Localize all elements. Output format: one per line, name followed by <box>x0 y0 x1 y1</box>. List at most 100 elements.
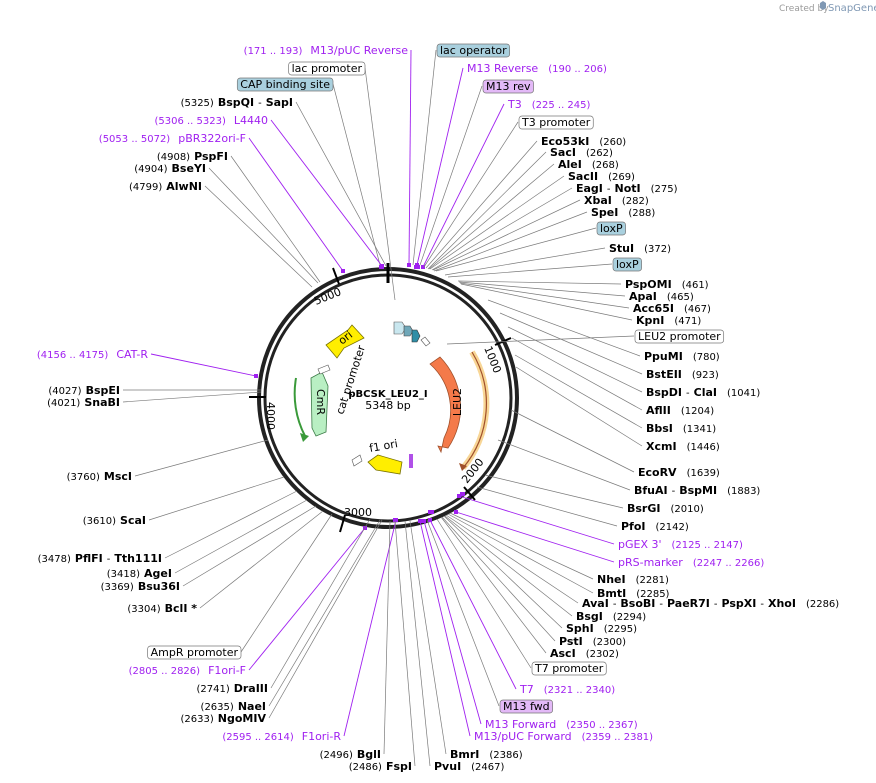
label-primer-t7[interactable]: T7(2321 .. 2340) <box>519 683 615 696</box>
feature-name: M13 rev <box>486 80 531 93</box>
enzyme-name: BspQI <box>218 96 254 109</box>
enzyme-separator: - <box>659 599 663 610</box>
label-enzyme-xcmi[interactable]: XcmI(1446) <box>646 440 720 453</box>
label-enzyme-pspomi[interactable]: PspOMI(461) <box>625 278 709 291</box>
label-enzyme-draiii[interactable]: (2741)DraIII <box>196 682 268 695</box>
label-primer-m13-puc-forward[interactable]: M13/pUC Forward(2359 .. 2381) <box>474 730 653 743</box>
label-feature-cap-binding-site[interactable]: CAP binding site <box>236 77 334 92</box>
label-enzyme-nhei[interactable]: NheI(2281) <box>597 573 669 586</box>
label-connector <box>429 175 565 270</box>
label-feature-lac-operator[interactable]: lac operator <box>436 43 511 58</box>
label-feature-loxp[interactable]: loxP <box>612 257 642 272</box>
leu2-gene-arrow[interactable] <box>429 356 461 454</box>
label-enzyme-alei[interactable]: AleI(268) <box>558 158 619 171</box>
label-enzyme-bspei[interactable]: (4027)BspEI <box>48 384 120 397</box>
leu2-outline-arc <box>462 351 487 469</box>
label-enzyme-alwni[interactable]: (4799)AlwNI <box>129 180 202 193</box>
label-primer-f1ori-r[interactable]: (2595 .. 2614)F1ori-R <box>222 730 341 743</box>
label-enzyme-bsrgi[interactable]: BsrGI(2010) <box>627 502 704 515</box>
label-enzyme-scai[interactable]: (3610)ScaI <box>83 514 146 527</box>
label-enzyme-stui[interactable]: StuI(372) <box>609 242 671 255</box>
enzyme-name: AflII <box>646 404 671 417</box>
label-enzyme-eco53ki[interactable]: Eco53kI(260) <box>541 135 626 148</box>
label-enzyme-pspfi[interactable]: (4908)PspFI <box>157 150 228 163</box>
enzyme-name: AgeI <box>144 567 172 580</box>
enzyme-position: (275) <box>651 184 678 195</box>
label-connector <box>208 167 319 284</box>
label-feature-t3-promoter[interactable]: T3 promoter <box>518 115 594 130</box>
enzyme-position: (5325) <box>181 98 214 109</box>
label-enzyme-sphi[interactable]: SphI(2295) <box>566 622 637 635</box>
label-enzyme-psti[interactable]: PstI(2300) <box>559 635 626 648</box>
label-primer-pbr322ori-f[interactable]: (5053 .. 5072)pBR322ori-F <box>99 132 246 145</box>
label-enzyme-fspi[interactable]: (2486)FspI <box>349 760 412 773</box>
label-enzyme-snabi[interactable]: (4021)SnaBI <box>47 396 120 409</box>
label-enzyme-bmti[interactable]: BmtI(2285) <box>597 587 670 600</box>
label-enzyme-bmri[interactable]: BmrI(2386) <box>450 748 523 761</box>
label-feature-t7-promoter[interactable]: T7 promoter <box>531 661 607 676</box>
label-enzyme-bsgi[interactable]: BsgI(2294) <box>576 610 646 623</box>
label-enzyme-aflii[interactable]: AflII(1204) <box>646 404 714 417</box>
label-primer-m13-reverse[interactable]: M13 Reverse(190 .. 206) <box>467 62 607 75</box>
label-feature-m13-rev[interactable]: M13 rev <box>482 79 534 94</box>
label-enzyme-kpni[interactable]: KpnI(471) <box>636 314 701 327</box>
label-enzyme-agei[interactable]: (3418)AgeI <box>107 567 172 580</box>
label-feature-ampr-promoter[interactable]: AmpR promoter <box>147 645 242 660</box>
label-connector <box>447 263 613 278</box>
label-enzyme-xbai[interactable]: XbaI(282) <box>584 194 649 207</box>
label-enzyme-saci[interactable]: SacI(262) <box>550 146 613 159</box>
label-enzyme-bbsi[interactable]: BbsI(1341) <box>646 422 716 435</box>
label-feature-loxp[interactable]: loxP <box>596 221 626 236</box>
enzyme-name: PaeR7I <box>667 597 710 610</box>
ring-marker-pgex <box>460 492 465 496</box>
label-enzyme-bseyi[interactable]: (4904)BseYI <box>134 162 206 175</box>
label-enzyme-acc65i[interactable]: Acc65I(467) <box>633 302 711 315</box>
label-enzyme-sacii[interactable]: SacII(269) <box>568 170 635 183</box>
label-feature-m13-fwd[interactable]: M13 fwd <box>499 699 554 714</box>
label-enzyme-bspdi[interactable]: BspDI-ClaI(1041) <box>646 386 760 399</box>
label-enzyme-apai[interactable]: ApaI(465) <box>629 290 694 303</box>
primer-name: M13 Reverse <box>467 62 538 75</box>
ori-arrow[interactable] <box>325 324 365 359</box>
label-enzyme-ecorv[interactable]: EcoRV(1639) <box>638 466 720 479</box>
label-enzyme-bcli[interactable]: (3304)BclI * <box>127 602 197 615</box>
label-enzyme-bfuai[interactable]: BfuAI-BspMI(1883) <box>634 484 760 497</box>
label-enzyme-ngomiv[interactable]: (2633)NgoMIV <box>181 712 267 725</box>
feature-name: lac promoter <box>292 62 363 75</box>
label-primer-f1ori-f[interactable]: (2805 .. 2826)F1ori-F <box>129 664 246 677</box>
enzyme-name: KpnI <box>636 314 664 327</box>
label-primer-pgex-3[interactable]: pGEX 3'(2125 .. 2147) <box>618 538 743 551</box>
label-enzyme-eagi[interactable]: EagI-NotI(275) <box>576 182 678 195</box>
label-enzyme-pfoi[interactable]: PfoI(2142) <box>621 520 689 533</box>
tick-5000 <box>332 267 340 285</box>
label-connector <box>514 354 643 429</box>
label-enzyme-asci[interactable]: AscI(2302) <box>550 647 619 660</box>
label-primer-m13-puc-reverse[interactable]: (171 .. 193)M13/pUC Reverse <box>244 44 409 57</box>
label-primer-t3[interactable]: T3(225 .. 245) <box>507 98 591 111</box>
label-enzyme-ppumi[interactable]: PpuMI(780) <box>644 350 720 363</box>
label-primer-l4440[interactable]: (5306 .. 5323)L4440 <box>154 114 268 127</box>
label-primer-cat-r[interactable]: (4156 .. 4175)CAT-R <box>37 348 148 361</box>
label-enzyme-bgli[interactable]: (2496)BglI <box>320 748 381 761</box>
label-enzyme-pvui[interactable]: PvuI(2467) <box>434 760 505 773</box>
label-connector <box>343 519 397 737</box>
label-enzyme-bspqi[interactable]: (5325)BspQI-SapI <box>181 96 293 109</box>
label-enzyme-msci[interactable]: (3760)MscI <box>67 470 132 483</box>
label-enzyme-pflfi[interactable]: (3478)PflFI-Tth111I <box>38 552 162 565</box>
enzyme-position: (4027) <box>48 386 81 397</box>
label-feature-lac-promoter[interactable]: lac promoter <box>288 61 366 76</box>
enzyme-name: AvaI <box>582 597 609 610</box>
label-enzyme-naei[interactable]: (2635)NaeI <box>201 700 266 713</box>
primer-site-marker <box>418 519 422 523</box>
f1-ori-arrow[interactable] <box>367 454 403 475</box>
label-primer-m13-forward[interactable]: M13 Forward(2350 .. 2367) <box>485 718 638 731</box>
label-enzyme-avai[interactable]: AvaI-BsoBI-PaeR7I-PspXI-XhoI(2286) <box>582 597 839 610</box>
label-enzyme-bsteii[interactable]: BstEII(923) <box>646 368 719 381</box>
label-feature-leu2-promoter[interactable]: LEU2 promoter <box>634 329 725 344</box>
label-connector <box>427 151 547 270</box>
label-primer-prs-marker[interactable]: pRS-marker(2247 .. 2266) <box>618 556 764 569</box>
label-enzyme-bsu36i[interactable]: (3369)Bsu36I <box>101 580 180 593</box>
label-enzyme-spei[interactable]: SpeI(288) <box>591 206 655 219</box>
enzyme-position: (780) <box>693 352 720 363</box>
primer-coordinates: (225 .. 245) <box>532 100 591 111</box>
